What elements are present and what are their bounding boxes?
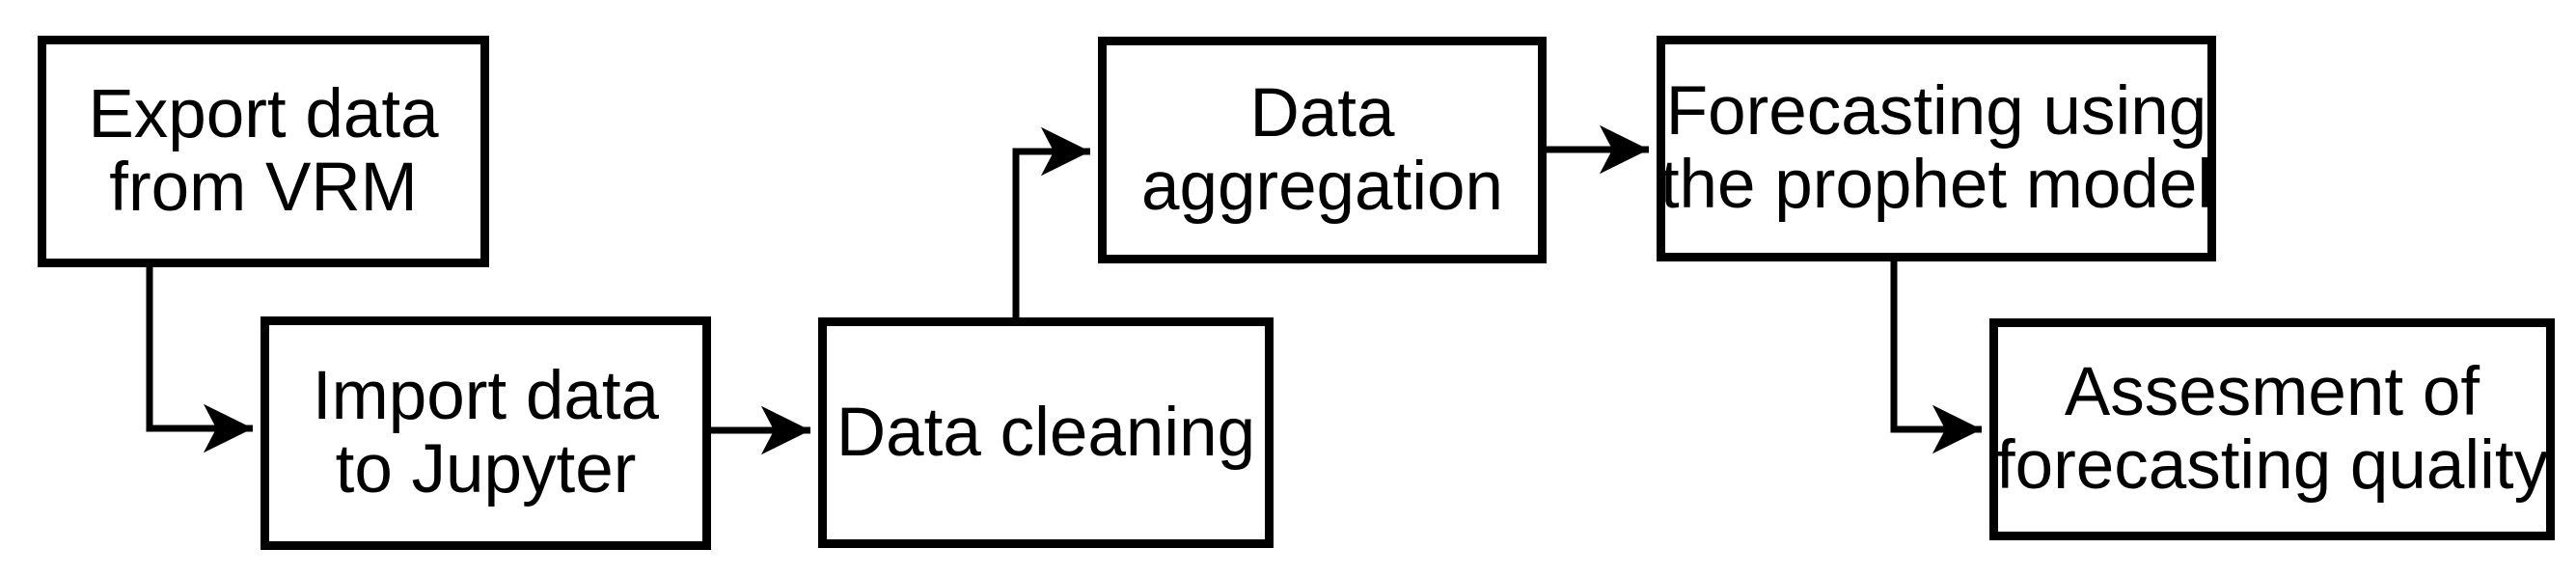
box-label-line: the prophet model	[1659, 147, 2213, 223]
box-label-line: Forecasting using	[1665, 73, 2207, 150]
flowchart-box-forecasting-prophet-model: Forecasting using the prophet model	[1657, 36, 2216, 261]
box-label-line: Import data	[312, 358, 660, 434]
box-label-line: from VRM	[109, 150, 418, 226]
arrow-cleaning-to-aggregation	[1012, 126, 1090, 319]
box-label-line: aggregation	[1140, 148, 1504, 225]
box-label-line: Data cleaning	[836, 394, 1256, 471]
box-label-line: Data	[1249, 74, 1395, 151]
box-label-line: Assesment of	[2064, 354, 2480, 430]
arrow-export-to-import	[146, 265, 253, 453]
flowchart-box-data-cleaning: Data cleaning	[818, 317, 1274, 548]
flowchart-box-import-data-to-jupyter: Import data to Jupyter	[260, 316, 711, 550]
box-label-line: forecasting quality	[1995, 427, 2549, 504]
arrow-forecasting-to-assessment	[1890, 260, 1982, 454]
box-label-line: Export data	[88, 76, 439, 152]
flowchart-box-assessment-forecasting-quality: Assesment of forecasting quality	[1989, 318, 2555, 540]
flowchart-box-export-data-from-vrm: Export data from VRM	[38, 36, 489, 267]
box-label-line: to Jupyter	[335, 431, 637, 507]
flowchart-box-data-aggregation: Data aggregation	[1098, 37, 1547, 263]
